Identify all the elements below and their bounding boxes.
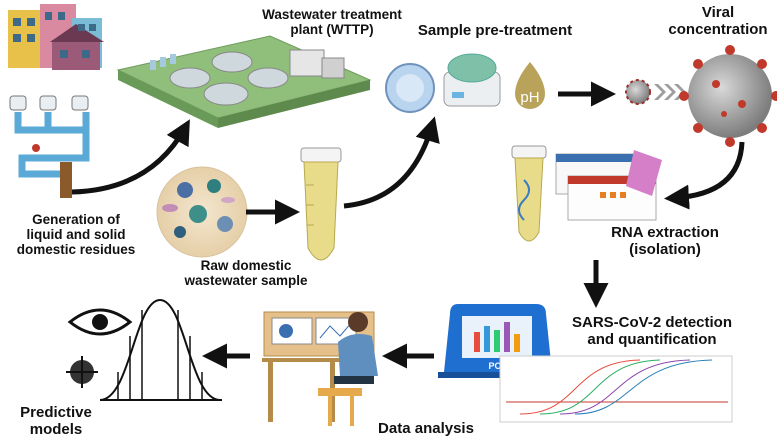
pipes-illustration	[14, 112, 90, 178]
outlet-pipe	[60, 162, 72, 198]
sars-label-line2: and quantification	[587, 331, 717, 348]
viral-label-line1: Viral	[701, 4, 735, 21]
generation-label-line1: Generation of	[32, 212, 120, 227]
analyst-illustration	[262, 311, 378, 426]
ph-text: pH	[520, 89, 539, 106]
sample-tube	[300, 147, 342, 261]
data-analysis-label: Data analysis	[362, 420, 490, 437]
wwtp-label: Wastewater treatment plant (WTTP)	[246, 7, 418, 37]
predictive-label-line1: Predictive	[20, 404, 92, 421]
centrifuge-icon	[443, 53, 501, 107]
data-analysis-label-line1: Data analysis	[378, 420, 474, 437]
arrow-residues-to-wwtp	[71, 119, 190, 195]
generation-label-line2: liquid and solid	[26, 227, 126, 242]
wwtp-label-line2: plant (WTTP)	[290, 22, 374, 37]
sars-detection-label: SARS-CoV-2 detection and quantification	[558, 314, 746, 348]
pcr-machine-icon: PCR	[438, 304, 558, 378]
generation-label-line3: domestic residues	[16, 242, 136, 257]
arrow-tube-to-pretreatment	[343, 116, 440, 209]
raw-label-line2: wastewater sample	[184, 273, 308, 288]
valve-icon	[32, 144, 40, 152]
rna-tube-icon	[511, 145, 547, 242]
rna-label-line1: RNA extraction	[611, 224, 719, 241]
wastewater-sample-dish	[156, 166, 248, 258]
predictive-model-illustration	[66, 298, 222, 401]
wwtp-label-line1: Wastewater treatment	[262, 7, 402, 22]
wwtp-illustration	[116, 35, 372, 128]
pcr-text: PCR	[488, 361, 508, 371]
flow-arrows	[71, 81, 745, 369]
predictive-label-line2: models	[29, 421, 83, 438]
syringe-filter-icon	[385, 63, 435, 113]
pretreatment-label: Sample pre-treatment	[412, 22, 578, 39]
toilets-icon	[9, 95, 89, 111]
rna-label-line2: (isolation)	[629, 241, 701, 258]
viral-label-line2: concentration	[668, 21, 768, 38]
extraction-kit-icon	[555, 150, 662, 221]
viral-concentration-label: Viral concentration	[664, 4, 772, 38]
pretreatment-label-line1: Sample pre-treatment	[417, 22, 573, 39]
sars-label-line1: SARS-CoV-2 detection	[571, 314, 733, 331]
amplification-curves-chart	[499, 355, 733, 423]
generation-label: Generation of liquid and solid domestic …	[6, 212, 146, 257]
raw-sample-label: Raw domestic wastewater sample	[168, 258, 324, 288]
small-virus-icon	[625, 79, 651, 105]
raw-label-line1: Raw domestic	[200, 258, 292, 273]
large-virus-icon	[679, 45, 777, 147]
ph-meter-icon: pH	[515, 62, 545, 109]
houses-illustration	[8, 4, 104, 70]
rna-extraction-label: RNA extraction (isolation)	[596, 224, 734, 258]
predictive-models-label: Predictive models	[6, 404, 106, 438]
arrow-concentration-to-rna	[664, 141, 745, 210]
